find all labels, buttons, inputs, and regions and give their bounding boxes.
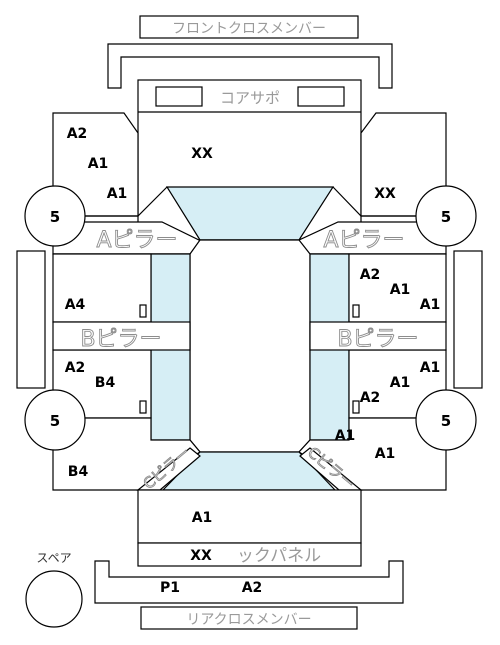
tire-front-left-value: 5 [50, 208, 60, 226]
roof-panel[interactable] [189, 239, 311, 453]
front-cross-member-label: フロントクロスメンバー [172, 21, 326, 37]
code-rear-door-left-a2: A2 [65, 360, 86, 376]
code-front-door-right-a1-upper: A1 [390, 282, 411, 298]
code-rear-left: B4 [68, 464, 89, 480]
code-rear-right-a1-lower: A1 [375, 446, 396, 462]
code-front-door-left: A4 [65, 297, 86, 313]
a-pillar-left-label: Aピラー [96, 228, 177, 253]
tire-front-right-value: 5 [441, 208, 451, 226]
front-right-door[interactable] [348, 253, 447, 323]
tire-front-right[interactable] [415, 185, 477, 247]
back-panel[interactable] [137, 542, 362, 567]
tire-rear-right-value: 5 [441, 412, 451, 430]
rear-cross-member-label: リアクロスメンバー [186, 612, 311, 628]
tire-rear-right[interactable] [415, 389, 477, 451]
code-front-right: XX [374, 186, 396, 202]
right-side-sill[interactable] [453, 250, 483, 389]
code-front-left-a1-upper: A1 [88, 156, 109, 172]
code-trunk: A1 [192, 510, 213, 526]
trunk-lid[interactable] [137, 489, 362, 544]
spare-label: スペア [36, 551, 71, 565]
b-pillar-left-label: Bピラー [80, 327, 161, 352]
core-support-label: コアサポ [220, 89, 280, 107]
code-rear-door-right-a1-lower: A1 [390, 375, 411, 391]
front-left-handle [139, 304, 147, 318]
code-rear-bumper-p1: P1 [160, 580, 180, 596]
b-pillar-right[interactable] [309, 321, 447, 351]
tire-rear-left[interactable] [24, 389, 86, 451]
rear-right-handle [352, 400, 360, 414]
code-front-door-right-a2: A2 [360, 267, 381, 283]
code-rear-door-right-a1-upper: A1 [420, 360, 441, 376]
code-core-center: XX [191, 146, 213, 162]
code-rear-bumper-a2: A2 [242, 580, 263, 596]
a-pillar-right-label: Aピラー [323, 228, 404, 253]
front-cross-member-box[interactable] [139, 15, 359, 39]
back-panel-label: ックパネル [237, 546, 321, 566]
code-front-door-right-a1-lower: A1 [420, 297, 441, 313]
tire-rear-left-value: 5 [50, 412, 60, 430]
code-front-left-a2: A2 [67, 126, 88, 142]
code-rear-door-right-a2: A2 [360, 390, 381, 406]
left-side-sill[interactable] [16, 250, 46, 389]
headlight-left[interactable] [155, 86, 203, 107]
rear-bumper[interactable] [94, 560, 404, 604]
code-front-left-a1-lower: A1 [107, 186, 128, 202]
tire-front-left[interactable] [24, 185, 86, 247]
rear-left-handle [139, 400, 147, 414]
front-left-door[interactable] [52, 253, 152, 323]
code-back-panel: XX [190, 548, 212, 564]
front-bumper[interactable] [107, 43, 393, 89]
headlight-right[interactable] [297, 86, 345, 107]
b-pillar-right-label: Bピラー [337, 327, 418, 352]
b-pillar-left[interactable] [52, 321, 191, 351]
code-rear-right-a1-upper: A1 [335, 428, 356, 444]
rear-cross-member-box[interactable] [140, 606, 358, 630]
code-rear-door-left-b4: B4 [95, 375, 116, 391]
spare-tire[interactable] [25, 570, 83, 628]
front-right-handle [352, 304, 360, 318]
